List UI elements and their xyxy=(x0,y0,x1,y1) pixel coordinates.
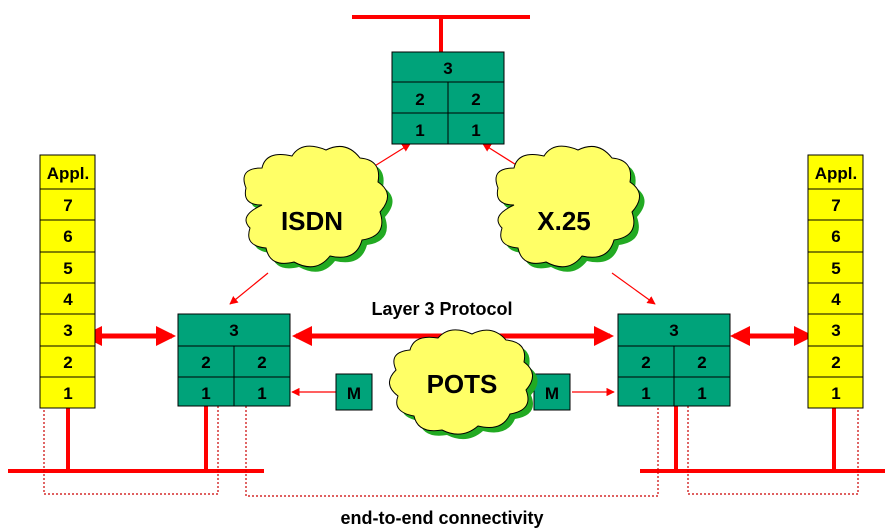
left-layer-6: 6 xyxy=(63,227,72,246)
right-host-stack xyxy=(807,154,864,409)
left-layer-1: 1 xyxy=(63,384,72,403)
left-layer-2: 2 xyxy=(63,353,72,372)
modem-right: M xyxy=(533,373,571,411)
router-right-layer2-b: 2 xyxy=(697,353,706,372)
modem-left-label: M xyxy=(347,384,361,403)
router-right xyxy=(617,313,731,407)
router-top-layer2-b: 2 xyxy=(471,90,480,109)
router-left-layer3: 3 xyxy=(229,321,238,340)
router-left xyxy=(177,313,291,407)
left-layer-7: 7 xyxy=(63,196,72,215)
router-right-layer1-a: 1 xyxy=(641,384,650,403)
modem-right-label: M xyxy=(545,384,559,403)
router-top-layer1-b: 1 xyxy=(471,121,480,140)
right-layer-3: 3 xyxy=(831,321,840,340)
router-left-layer1-a: 1 xyxy=(201,384,210,403)
router-right-labels: 3 2 2 1 1 xyxy=(641,321,706,403)
left-layer-5: 5 xyxy=(63,259,72,278)
right-layer-6: 6 xyxy=(831,227,840,246)
cloud-pots: POTS xyxy=(389,329,538,440)
left-host-labels: Appl. 7 6 5 4 3 2 1 xyxy=(47,164,90,403)
layer3-protocol-label: Layer 3 Protocol xyxy=(371,299,512,319)
right-layer-2: 2 xyxy=(831,353,840,372)
router-top-layer1-a: 1 xyxy=(415,121,424,140)
right-layer-7: 7 xyxy=(831,196,840,215)
router-right-layer1-b: 1 xyxy=(697,384,706,403)
router-left-labels: 3 2 2 1 1 xyxy=(201,321,266,403)
right-host-labels: Appl. 7 6 5 4 3 2 1 xyxy=(815,164,858,403)
left-layer-3: 3 xyxy=(63,321,72,340)
right-appl-label: Appl. xyxy=(815,164,858,183)
left-layer-4: 4 xyxy=(63,290,73,309)
end-to-end-path xyxy=(43,330,859,497)
network-buses xyxy=(8,15,885,473)
right-layer-4: 4 xyxy=(831,290,841,309)
cloud-isdn: ISDN xyxy=(243,145,393,272)
right-layer-5: 5 xyxy=(831,259,840,278)
router-top-labels: 3 2 2 1 1 xyxy=(415,59,480,140)
left-host-stack xyxy=(39,154,96,409)
left-appl-label: Appl. xyxy=(47,164,90,183)
cloud-x25-label: X.25 xyxy=(537,206,591,236)
router-left-layer1-b: 1 xyxy=(257,384,266,403)
cloud-pots-label: POTS xyxy=(427,369,498,399)
router-top xyxy=(391,51,505,145)
right-layer-1: 1 xyxy=(831,384,840,403)
router-left-layer2-b: 2 xyxy=(257,353,266,372)
router-top-layer3: 3 xyxy=(443,59,452,78)
modem-left: M xyxy=(335,373,373,411)
end-to-end-label: end-to-end connectivity xyxy=(340,508,543,528)
router-top-layer2-a: 2 xyxy=(415,90,424,109)
router-left-layer2-a: 2 xyxy=(201,353,210,372)
router-right-layer2-a: 2 xyxy=(641,353,650,372)
router-right-layer3: 3 xyxy=(669,321,678,340)
cloud-isdn-label: ISDN xyxy=(281,206,343,236)
cloud-x25: X.25 xyxy=(495,145,645,272)
